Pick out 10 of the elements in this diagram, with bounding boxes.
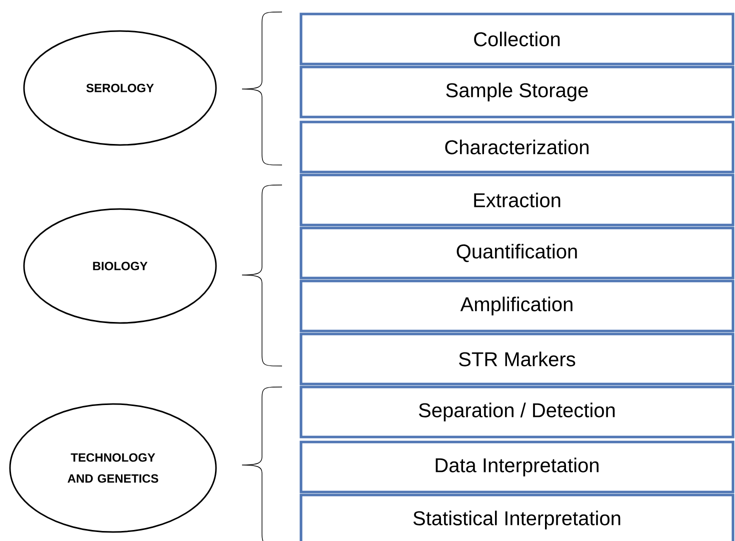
step-box: Characterization (300, 120, 734, 174)
step-box: Extraction (300, 174, 734, 226)
step-box: Amplification (300, 280, 734, 332)
step-box: Statistical Interpretation (300, 494, 734, 541)
step-box: Sample Storage (300, 66, 734, 118)
step-box: Data Interpretation (300, 440, 734, 494)
step-box: Separation / Detection (300, 386, 734, 438)
step-box: STR Markers (300, 332, 734, 386)
step-box: Collection (300, 12, 734, 66)
step-box: Quantification (300, 226, 734, 280)
